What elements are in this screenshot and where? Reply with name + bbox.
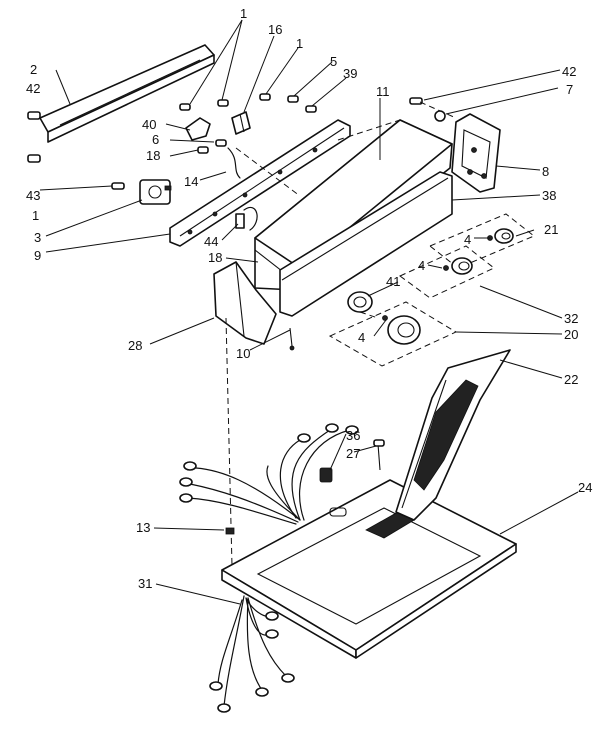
knob-32 — [443, 257, 473, 275]
lint-guide-part-22 — [395, 349, 511, 521]
callout-27: 27 — [346, 446, 360, 461]
screw-1-a — [179, 103, 191, 111]
callout-3: 3 — [34, 230, 41, 245]
switch-part-3 — [139, 179, 172, 205]
callout-39: 39 — [343, 66, 357, 81]
wire-part-14 — [227, 147, 241, 179]
grommet-part-13 — [225, 317, 235, 567]
callout-8: 8 — [542, 164, 549, 179]
callout-labels: 1 16 1 5 39 2 42 42 7 11 40 6 18 14 43 8… — [26, 6, 592, 591]
callout-20: 20 — [564, 327, 578, 342]
callout-10: 10 — [236, 346, 250, 361]
screw-39 — [305, 105, 317, 113]
callout-6: 6 — [152, 132, 159, 147]
callout-18-mid: 18 — [208, 250, 222, 265]
screw-part-27 — [373, 439, 385, 471]
console-panel-part-38 — [279, 171, 453, 317]
callout-13: 13 — [136, 520, 150, 535]
knob-group-32-outline — [399, 245, 495, 299]
callout-40: 40 — [142, 117, 156, 132]
knob-21 — [487, 228, 514, 244]
callout-38: 38 — [542, 188, 556, 203]
screw-1-c — [259, 93, 271, 101]
callout-43: 43 — [26, 188, 40, 203]
callout-4-c: 4 — [358, 330, 365, 345]
callout-41: 41 — [386, 274, 400, 289]
wire-harness-upper — [179, 423, 359, 525]
bezel-part-41 — [347, 291, 373, 313]
callout-11: 11 — [376, 84, 390, 99]
screw-1-left — [111, 182, 125, 190]
knob-20 — [382, 315, 421, 345]
callout-1-top: 1 — [240, 6, 247, 21]
callout-22: 22 — [564, 372, 578, 387]
screw-42-right — [409, 97, 423, 105]
assembly-lines — [235, 101, 457, 319]
screw-5 — [287, 95, 299, 103]
clamp-part-36 — [319, 467, 333, 483]
callout-24: 24 — [578, 480, 592, 495]
wire-harness-part-31 — [209, 595, 295, 713]
callout-1-left: 1 — [32, 208, 39, 223]
callout-16: 16 — [268, 22, 282, 37]
callout-36: 36 — [346, 428, 360, 443]
callout-42-right: 42 — [562, 64, 576, 79]
callout-32: 32 — [564, 311, 578, 326]
screw-10 — [289, 327, 295, 351]
callout-42-left: 42 — [26, 81, 40, 96]
timer-part-40 — [185, 117, 211, 141]
callout-7: 7 — [566, 82, 573, 97]
screw-42-left — [27, 111, 41, 120]
callout-1-mid: 1 — [296, 36, 303, 51]
sensor-part-44 — [235, 207, 258, 231]
callout-18-top: 18 — [146, 148, 160, 163]
rear-panel-part-2 — [39, 44, 215, 143]
top-panel-part-24 — [221, 479, 517, 659]
callout-21: 21 — [544, 222, 558, 237]
end-cap-part-8 — [451, 113, 501, 193]
callout-28: 28 — [128, 338, 142, 353]
callout-14: 14 — [184, 174, 198, 189]
callout-9: 9 — [34, 248, 41, 263]
callout-4-b: 4 — [418, 258, 425, 273]
callout-4-a: 4 — [464, 232, 471, 247]
leader-lines — [39, 19, 579, 605]
callout-31: 31 — [138, 576, 152, 591]
knob-part-16 — [231, 111, 251, 135]
callout-44: 44 — [204, 234, 218, 249]
screw-43 — [27, 154, 41, 163]
screw-1-b — [217, 99, 229, 107]
knob-group-21-outline — [429, 213, 535, 269]
screw-6 — [215, 139, 227, 147]
screw-18-top — [197, 146, 209, 154]
callout-5: 5 — [330, 54, 337, 69]
end-cap-part-28 — [213, 261, 277, 345]
callout-2: 2 — [30, 62, 37, 77]
